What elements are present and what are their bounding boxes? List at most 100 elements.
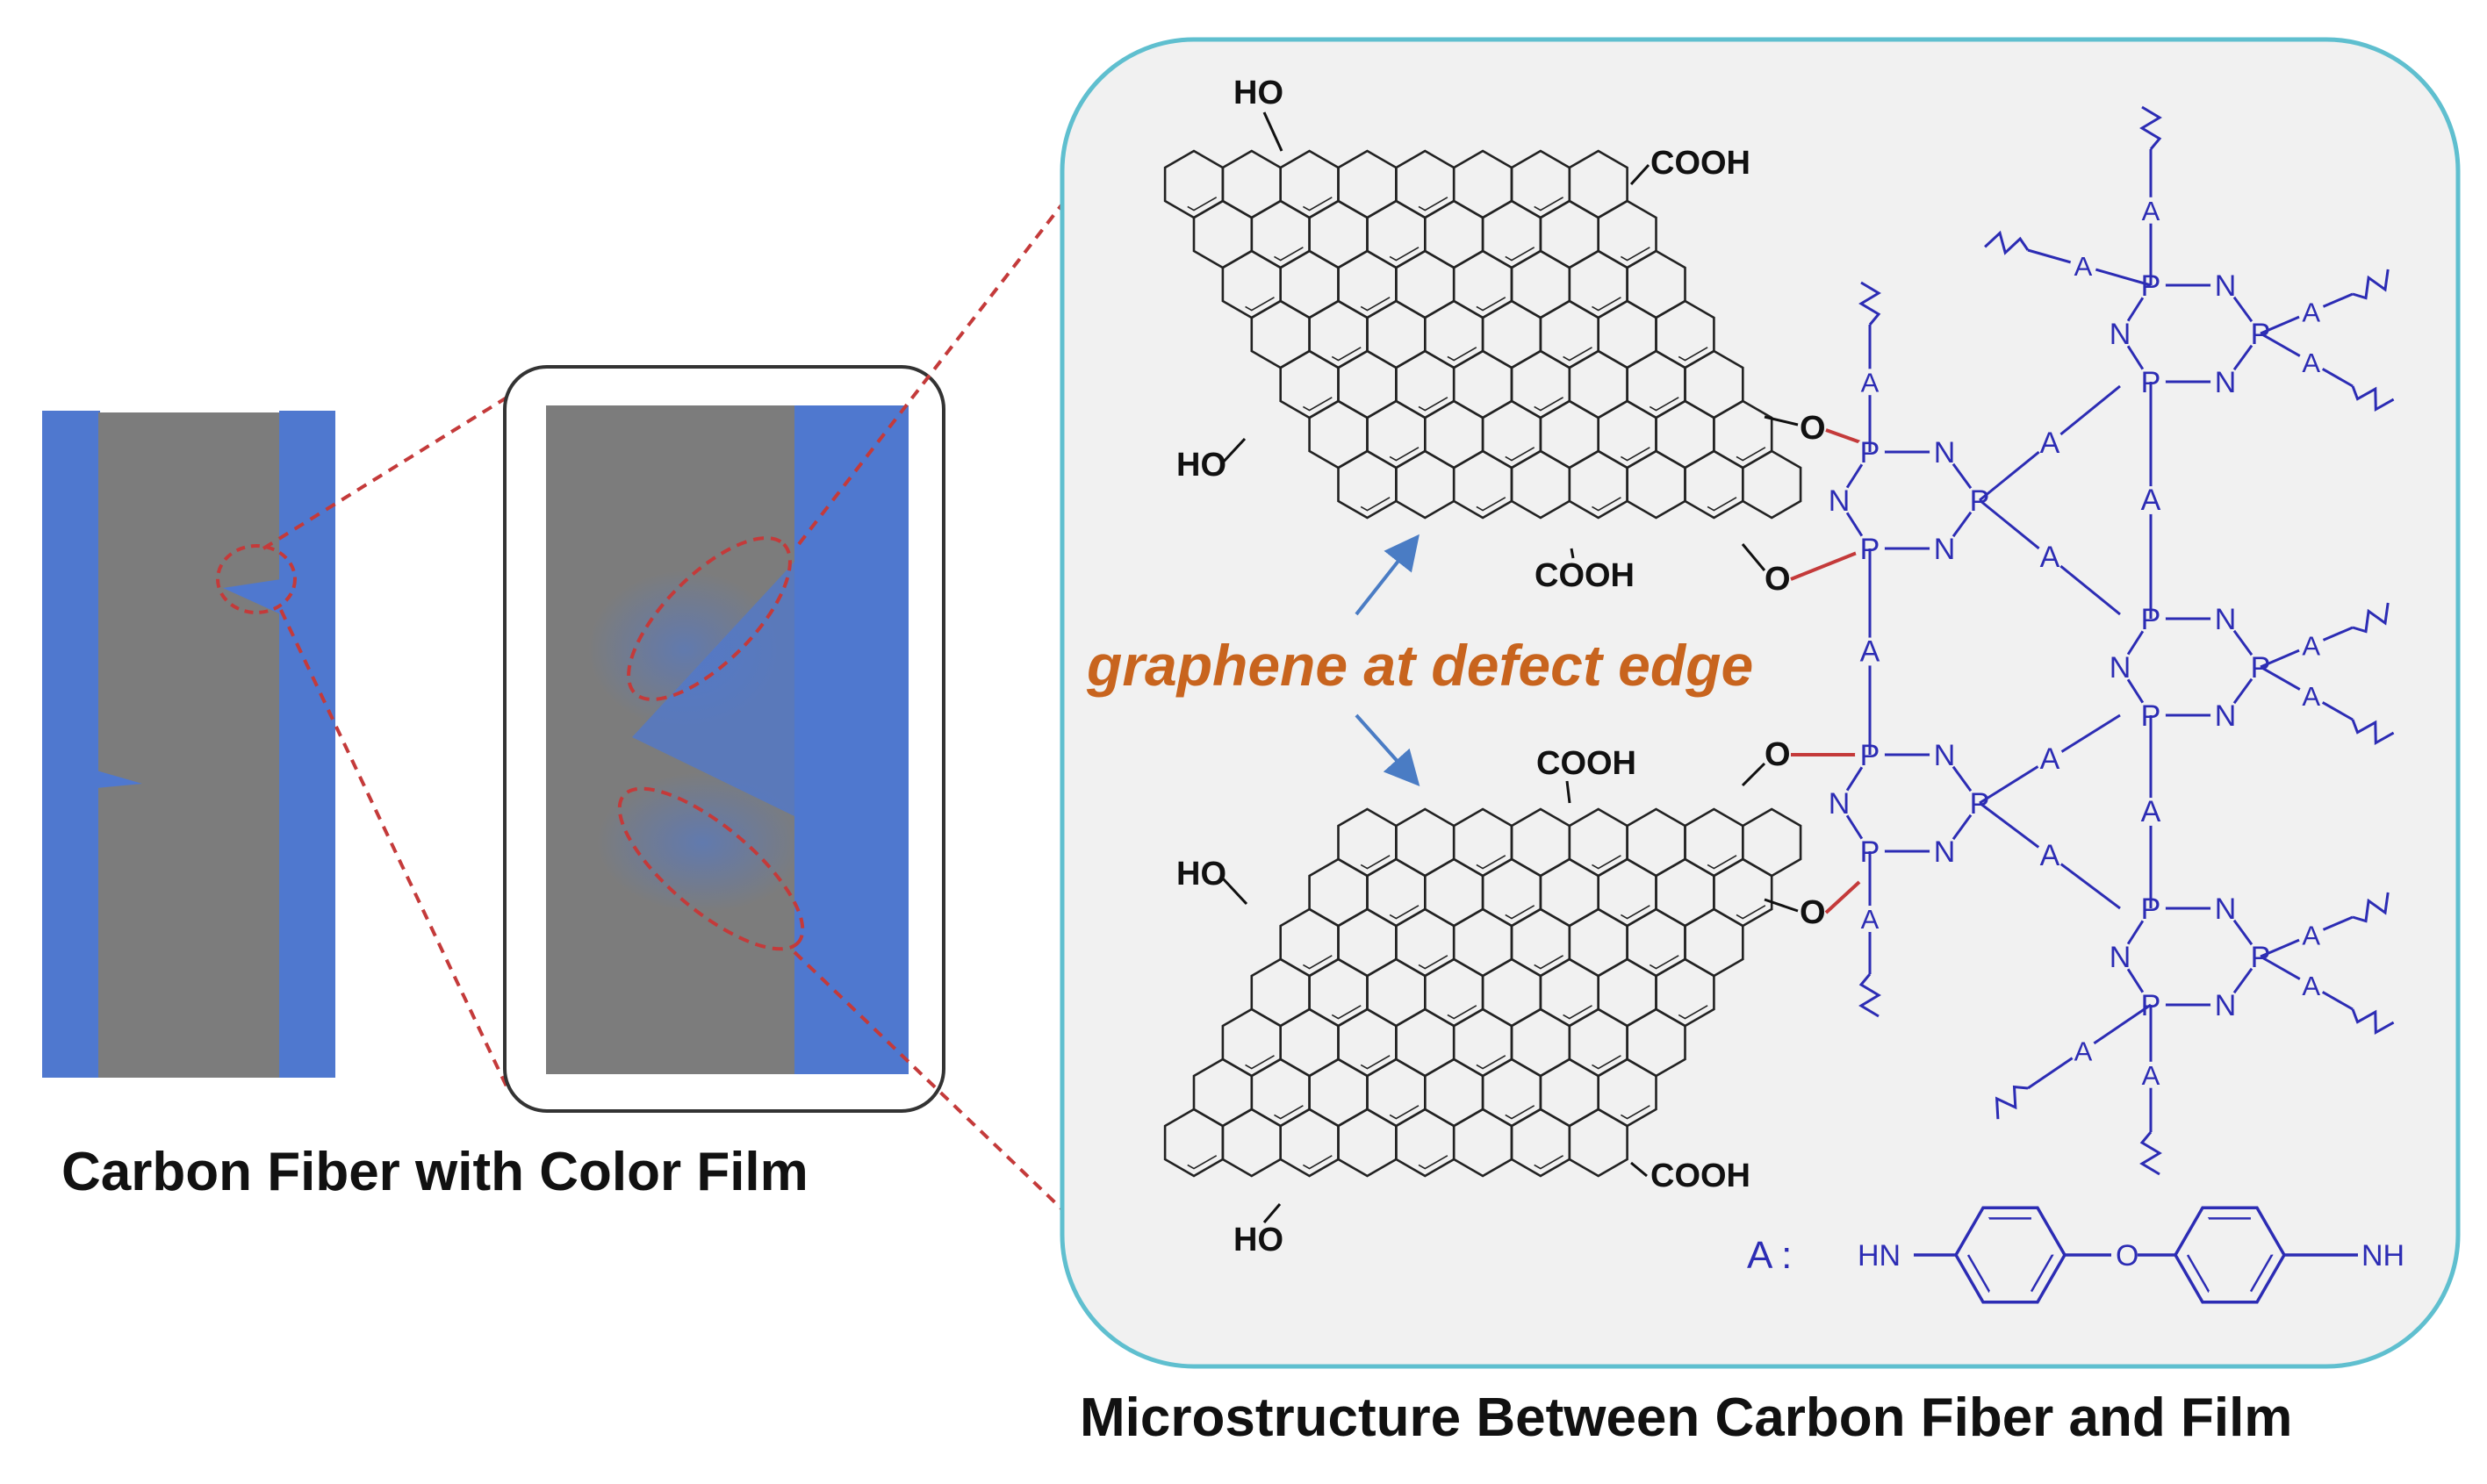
linker-a: A — [2040, 839, 2060, 872]
defect-sliver-bottom — [97, 771, 142, 788]
graphene-double-bond — [1517, 157, 1564, 211]
graphene-double-bond — [1604, 407, 1651, 462]
phosphorus-atom: P — [2141, 269, 2161, 303]
graphene-sheet-top — [1163, 149, 1802, 520]
graphene-double-bond — [1372, 207, 1420, 262]
polymer-chain-tail — [1984, 230, 2030, 255]
graphene-double-bond — [1488, 407, 1535, 462]
nitrogen-atom: N — [1934, 835, 1956, 869]
pendant-a: A — [2302, 920, 2320, 950]
nitrogen-atom: N — [1829, 484, 1851, 518]
graphene-double-bond — [1633, 915, 1679, 970]
legend-amine-left: HN — [1858, 1239, 1901, 1273]
bond-c-o-1 — [1764, 415, 1799, 427]
carboxyl-top-1: COOH — [1650, 145, 1750, 182]
pendant-a: A — [2302, 630, 2320, 661]
pendant-a: A — [2302, 681, 2320, 712]
atom-backdrop — [1824, 788, 1854, 818]
bond-ho-top-1 — [1262, 111, 1283, 152]
polymer-chain-tail — [2139, 105, 2162, 150]
zoom-panel — [503, 365, 945, 1113]
graphene-double-bond — [1604, 207, 1651, 262]
linker-a: A — [2141, 795, 2161, 828]
graphene-double-bond — [1459, 257, 1506, 312]
bond-cooh-top-1 — [1629, 163, 1650, 186]
graphene-double-bond — [1170, 1115, 1218, 1170]
graphene-double-bond — [1286, 915, 1333, 970]
graphene-double-bond — [1344, 1015, 1391, 1070]
graphene-double-bond — [1517, 915, 1564, 970]
graphene-double-bond — [1257, 207, 1305, 262]
graphene-double-bond — [1459, 457, 1506, 512]
callout-arrow-up — [1355, 534, 1420, 616]
graphene-double-bond — [1372, 865, 1420, 920]
linker-a: A — [1860, 635, 1880, 669]
hydroxyl-bottom-1: HO — [1176, 856, 1226, 893]
graphene-double-bond — [1575, 257, 1622, 312]
graphene-double-bond — [1719, 865, 1766, 920]
atom-backdrop — [2036, 543, 2064, 571]
bond-ho-bottom-2 — [1262, 1203, 1282, 1223]
graphene-double-bond — [1286, 1115, 1333, 1170]
bond-cooh-bottom-2 — [1630, 1161, 1648, 1178]
oxygen-link-4: O — [1800, 894, 1826, 931]
pendant-a: A — [2074, 1036, 2093, 1066]
carbon-fiber-strip — [42, 411, 335, 1078]
pendant-a: A — [1861, 904, 1880, 935]
nitrogen-atom: N — [2215, 603, 2237, 636]
polyphosphazene-network: PNPNPNPNPNPNPNPNPNPNPNPNPNPNPNAAAAAAAAAA… — [1824, 105, 2395, 1176]
oxygen-link-2: O — [1765, 561, 1791, 598]
nitrogen-atom: N — [2110, 318, 2131, 351]
graphene-double-bond — [1315, 307, 1362, 362]
graphene-double-bond — [1517, 357, 1564, 412]
polymer-chain-tail — [1995, 1085, 2029, 1120]
graphene-double-bond — [1546, 965, 1593, 1020]
carboxyl-bottom-1: COOH — [1536, 745, 1636, 782]
linker-a: A — [2141, 484, 2161, 517]
nitrogen-atom: N — [2110, 941, 2131, 974]
defect-edge-callout: graphene at defect edge — [1087, 633, 1754, 698]
atom-backdrop — [2105, 319, 2135, 348]
graphene-double-bond — [1575, 1015, 1622, 1070]
graphene-double-bond — [1286, 157, 1333, 211]
nitrogen-atom: N — [1934, 533, 1956, 566]
atom-backdrop — [2297, 683, 2325, 709]
graphene-double-bond — [1344, 815, 1391, 870]
atom-backdrop — [2297, 921, 2325, 949]
caption-fiber: Carbon Fiber with Color Film — [61, 1142, 809, 1202]
graphene-double-bond — [1344, 257, 1391, 312]
pendant-a: A — [2074, 251, 2093, 282]
atom-backdrop — [2210, 893, 2240, 923]
graphene-double-bond — [1401, 357, 1448, 412]
graphene-double-bond — [1315, 965, 1362, 1020]
zoom-line-lower — [279, 609, 509, 1089]
phosphorus-atom: P — [2141, 893, 2161, 926]
linker-a: A — [2040, 742, 2060, 776]
pendant-a: A — [2302, 971, 2320, 1001]
atom-backdrop — [2297, 632, 2325, 659]
pendant-a: A — [2302, 348, 2320, 378]
graphene-double-bond — [1488, 207, 1535, 262]
polymer-chain-tail — [1858, 281, 1881, 326]
graphene-double-bond — [1719, 407, 1766, 462]
hydroxyl-top-1: HO — [1233, 75, 1283, 111]
nitrogen-atom: N — [2215, 893, 2237, 926]
bond-ho-top-2 — [1220, 437, 1247, 465]
atom-backdrop — [2036, 842, 2064, 870]
graphene-double-bond — [1401, 1115, 1448, 1170]
nitrogen-atom: N — [1934, 739, 1956, 772]
atom-backdrop — [1930, 437, 1959, 467]
graphene-double-bond — [1604, 1065, 1651, 1120]
atom-backdrop — [2137, 798, 2165, 826]
carboxyl-bottom-2: COOH — [1650, 1158, 1750, 1194]
linker-a: A — [2040, 541, 2060, 574]
graphene-double-bond — [1459, 815, 1506, 870]
carboxyl-top-2: COOH — [1535, 557, 1635, 594]
atom-backdrop — [2210, 367, 2240, 397]
graphene-double-bond — [1286, 357, 1333, 412]
nitrogen-atom: N — [2215, 366, 2237, 399]
caption-microstructure: Microstructure Between Carbon Fiber and … — [1080, 1387, 2293, 1448]
graphene-double-bond — [1517, 1115, 1564, 1170]
oxygen-link-3: O — [1765, 736, 1791, 773]
pendant-a: A — [1861, 367, 1880, 398]
